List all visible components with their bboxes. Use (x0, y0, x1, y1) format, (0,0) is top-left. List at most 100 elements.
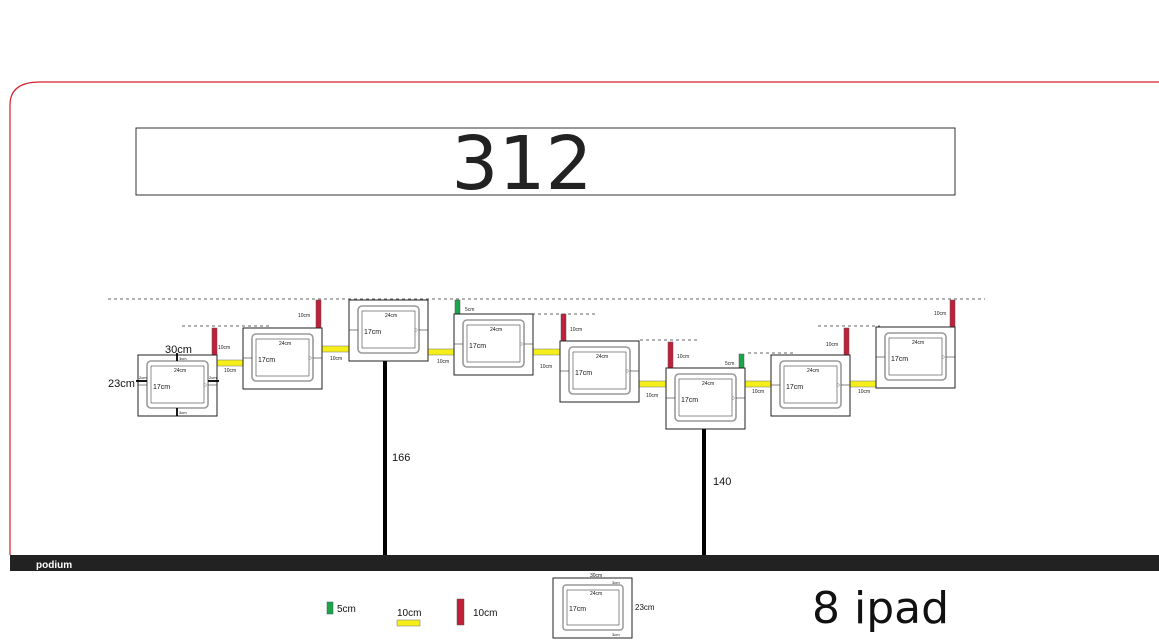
ipad-screen (150, 365, 205, 404)
ipad-unit: 24cm 17cm (875, 326, 956, 389)
svg-text:10cm: 10cm (330, 356, 342, 362)
svg-text:10cm: 10cm (752, 389, 764, 395)
spacer-labels: 10cm 10cm 10cm 10cm 10cm 5cm 10cm 10cm 1… (218, 307, 946, 399)
ipad-width-label: 24cm (807, 368, 819, 374)
red-spacer (667, 341, 674, 370)
svg-text:3cm: 3cm (612, 580, 620, 585)
yellow-spacer (216, 359, 244, 367)
ipad-count: 8 ipad (812, 583, 949, 634)
green-spacer (738, 353, 745, 369)
ipad-unit: 24cm 17cm (770, 354, 851, 417)
yellow-spacer (532, 348, 561, 356)
podium-label: podium (36, 560, 72, 571)
home-button (308, 356, 312, 360)
green-spacer (454, 299, 461, 315)
svg-text:23cm: 23cm (635, 603, 655, 612)
ipad-width-label: 24cm (174, 368, 186, 374)
ipad-screen (255, 338, 310, 377)
frame-width-label: 30cm (165, 344, 192, 356)
poles: 166 140 (383, 360, 731, 555)
right-pole-height: 140 (713, 476, 731, 488)
red-spacer (560, 313, 567, 342)
svg-text:10cm: 10cm (826, 342, 838, 348)
ipad-screen (888, 337, 943, 376)
svg-text:10cm: 10cm (218, 345, 230, 351)
home-button (519, 342, 523, 346)
home-button (941, 355, 945, 359)
svg-text:10cm: 10cm (934, 311, 946, 317)
room-number: 312 (451, 121, 592, 207)
yellow-spacer (638, 380, 667, 388)
svg-text:3cm: 3cm (179, 410, 187, 415)
legend: 5cm 10cm 10cm 30cm 24cm 17cm 23cm 3cm 3c… (326, 573, 655, 639)
svg-text:17cm: 17cm (569, 606, 586, 613)
ipad-unit: 24cm 17cm (453, 313, 534, 376)
ipad-unit: 24cm 17cm (665, 367, 746, 430)
room-number-box (135, 127, 956, 196)
wall-outline (9, 81, 1159, 555)
legend-green-label: 5cm (337, 604, 356, 615)
ipad-height-label: 17cm (364, 329, 381, 336)
svg-text:10cm: 10cm (437, 359, 449, 365)
red-spacer (315, 299, 322, 329)
podium-bar (10, 555, 1159, 571)
ipad-height-label: 17cm (469, 343, 486, 350)
frame-height-label: 23cm (108, 378, 135, 390)
ipad-width-label: 24cm (912, 340, 924, 346)
svg-text:10cm: 10cm (298, 313, 310, 319)
ipad-screen (466, 324, 521, 363)
svg-text:10cm: 10cm (858, 389, 870, 395)
svg-text:30cm: 30cm (590, 573, 602, 579)
ipad-height-label: 17cm (575, 370, 592, 377)
ipad-unit: 24cm 17cm (242, 327, 323, 390)
red-spacers (211, 299, 956, 370)
ipad-width-label: 24cm (702, 381, 714, 387)
ipad-height-label: 17cm (786, 384, 803, 391)
svg-text:2cm: 2cm (209, 375, 217, 380)
ipad-height-label: 17cm (258, 357, 275, 364)
svg-text:2cm: 2cm (139, 375, 147, 380)
svg-text:10cm: 10cm (677, 354, 689, 360)
home-button (731, 396, 735, 400)
ipad-height-label: 17cm (153, 384, 170, 391)
svg-text:5cm: 5cm (725, 361, 734, 367)
ipad-width-label: 24cm (596, 354, 608, 360)
legend-red-label: 10cm (473, 608, 497, 619)
home-button (414, 328, 418, 332)
svg-text:3cm: 3cm (612, 632, 620, 637)
yellow-spacer (321, 345, 350, 353)
svg-text:10cm: 10cm (540, 364, 552, 370)
ipad-height-label: 17cm (681, 397, 698, 404)
ipad-screen (678, 378, 733, 417)
guide-lines (108, 298, 985, 354)
ipad-width-label: 24cm (279, 341, 291, 347)
legend-green-swatch (326, 601, 334, 615)
red-spacer (211, 327, 218, 356)
yellow-spacer (744, 380, 772, 388)
legend-yellow-swatch (396, 619, 421, 627)
ipad-width-label: 24cm (490, 327, 502, 333)
svg-text:10cm: 10cm (646, 393, 658, 399)
yellow-spacer (427, 348, 455, 356)
ipad-screen (783, 365, 838, 404)
ipad-unit: 24cm 17cm (559, 340, 640, 403)
legend-sample-ipad: 30cm 24cm 17cm 23cm 3cm 3cm (552, 573, 655, 639)
red-spacer (843, 327, 850, 356)
svg-text:10cm: 10cm (570, 327, 582, 333)
ipad-height-label: 17cm (891, 356, 908, 363)
legend-yellow-label: 10cm (397, 608, 421, 619)
home-button (203, 383, 207, 387)
yellow-spacer (849, 380, 877, 388)
svg-text:10cm: 10cm (224, 368, 236, 374)
svg-text:5cm: 5cm (465, 307, 474, 313)
ipad-unit: 24cm 17cm (348, 299, 429, 362)
ipad-width-label: 24cm (385, 313, 397, 319)
home-button (836, 383, 840, 387)
legend-red-swatch (456, 598, 465, 626)
left-pole-height: 166 (392, 452, 410, 464)
red-spacer (949, 299, 956, 328)
svg-text:24cm: 24cm (590, 591, 602, 597)
